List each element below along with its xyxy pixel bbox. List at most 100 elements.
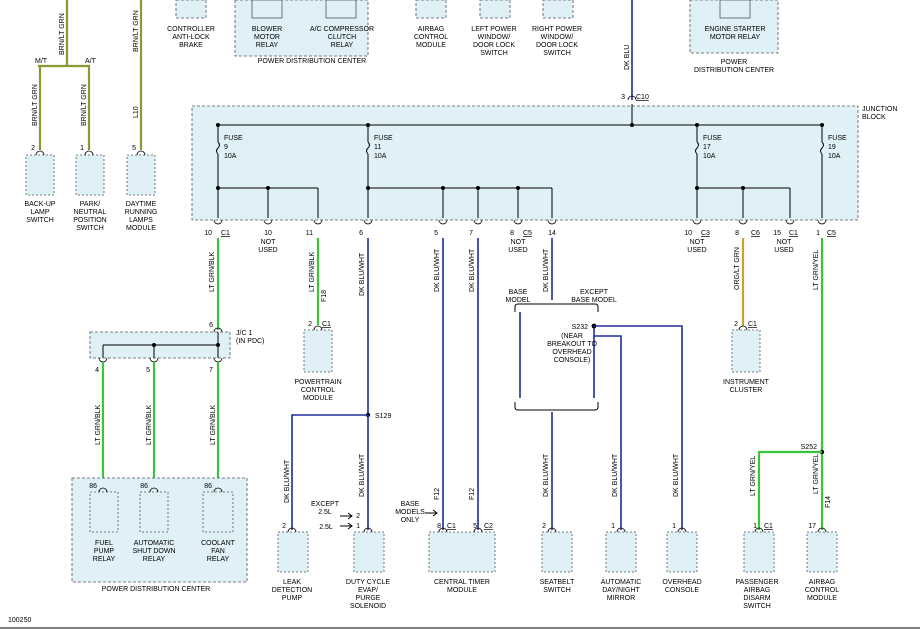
dk-blu-wht-2-label: DK BLU/WHT [284, 459, 291, 503]
left-window-box [479, 0, 511, 19]
jc1-pin-7: 7 [209, 367, 213, 374]
backup-wire-label: BRN/LT GRN [32, 84, 39, 126]
f14-label: F14 [825, 496, 832, 508]
svg-text:6: 6 [359, 230, 363, 237]
jc1-out-5 [149, 357, 159, 363]
svg-text:C1: C1 [748, 321, 757, 328]
overhead-console-wire [594, 325, 683, 530]
f18-label: F18 [321, 290, 328, 302]
svg-text:10A: 10A [374, 153, 387, 160]
svg-text:86: 86 [140, 483, 148, 490]
c10-connector [627, 95, 637, 101]
svg-text:2: 2 [356, 513, 360, 520]
leak-detection-wire [291, 414, 368, 530]
svg-text:2: 2 [308, 321, 312, 328]
dk-blu-wht-5-label: DK BLU/WHT [469, 248, 476, 292]
jc1-pin-4: 4 [95, 367, 99, 374]
dk-blu-wht-4-label: DK BLU/WHT [434, 248, 441, 292]
diagram-id: 100250 [8, 617, 31, 624]
svg-text:8: 8 [510, 230, 514, 237]
svg-text:C6: C6 [751, 230, 760, 237]
brn-lt-grn-top2-label: BRN/LT GRN [133, 10, 140, 52]
svg-text:17: 17 [808, 523, 816, 530]
f12-1-label: F12 [434, 488, 441, 500]
svg-text:17: 17 [703, 144, 711, 151]
svg-text:5: 5 [132, 145, 136, 152]
lt-grn-yel-3-label: LT GRN/YEL [813, 454, 820, 494]
jb-feed-dot [630, 123, 634, 127]
dk-blu-wht-9-label: DK BLU/WHT [673, 453, 680, 497]
jc1-out-4 [98, 357, 108, 363]
dk-blu-wht-7-label: DK BLU/WHT [543, 453, 550, 497]
mt-at-split-wire [38, 60, 90, 68]
fuse-19: FUSE 19 10A [820, 123, 847, 218]
option-bracket-top [514, 303, 599, 312]
svg-text:10: 10 [264, 230, 272, 237]
dk-blu-wht-1-label: DK BLU/WHT [359, 252, 366, 296]
ac-relay-box [325, 0, 357, 19]
lt-grn-blk-r1-label: LT GRN/BLK [95, 404, 102, 445]
svg-text:8: 8 [437, 523, 441, 530]
fuse-17: FUSE 17 10A [695, 123, 722, 218]
org-lt-grn-label: ORG/LT GRN [734, 247, 741, 290]
svg-text:1: 1 [672, 523, 676, 530]
svg-text:2: 2 [542, 523, 546, 530]
dk-blu-top-wire-label: DK BLU [624, 45, 631, 70]
svg-text:1: 1 [753, 523, 757, 530]
auto-mirror-wire [594, 335, 622, 530]
svg-text:C1: C1 [221, 230, 230, 237]
f12-2-label: F12 [469, 488, 476, 500]
svg-text:FUSE: FUSE [828, 135, 847, 142]
s129-label: S129 [375, 413, 391, 420]
lt-grn-blk-1-label: LT GRN/BLK [209, 251, 216, 292]
blower-relay-box [251, 0, 283, 19]
park-wire-label: BRN/LT GRN [81, 84, 88, 126]
svg-text:9: 9 [224, 144, 228, 151]
lt-grn-yel-1-label: LT GRN/YEL [813, 250, 820, 290]
svg-text:10A: 10A [703, 153, 716, 160]
l10-label: L10 [133, 106, 140, 118]
jc1-pin-5: 5 [146, 367, 150, 374]
jc1-pin: 6 [209, 322, 213, 329]
option-bracket-bottom [514, 402, 599, 411]
at-label: A/T [85, 58, 97, 65]
svg-text:7: 7 [469, 230, 473, 237]
svg-text:11: 11 [374, 144, 381, 151]
svg-text:1: 1 [356, 523, 360, 530]
jc1-connector [213, 327, 223, 333]
s252-label: S252 [801, 444, 817, 451]
starter-relay-box [719, 0, 751, 19]
